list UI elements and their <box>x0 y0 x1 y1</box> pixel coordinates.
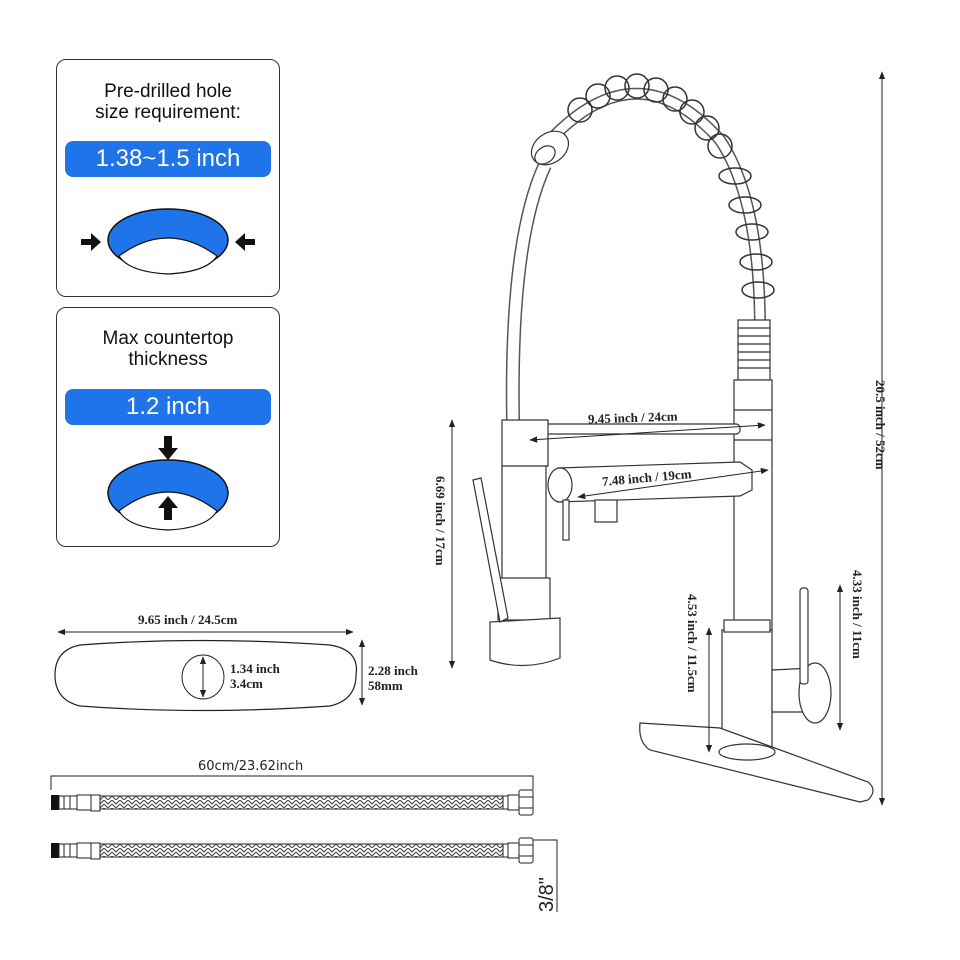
hose-drawing <box>50 775 558 912</box>
deck-plate-drawing <box>54 628 366 712</box>
sprayer-nozzle <box>489 617 561 667</box>
arrow-right-icon <box>81 233 101 251</box>
arrow-left-icon <box>235 233 255 251</box>
hose-length-dimension <box>50 775 534 790</box>
hose-1 <box>51 789 534 816</box>
spring-tube <box>550 87 766 331</box>
hole-size-title: Pre-drilled hole size requirement: <box>57 81 279 123</box>
hole-diameter-inch: 1.34 inch <box>230 661 280 676</box>
spring-base-coil <box>737 319 771 381</box>
handle-height-label: 4.33 inch / 11cm <box>850 570 865 659</box>
upper-arm-dimension <box>529 422 766 443</box>
hole-size-value-badge: 1.38~1.5 inch <box>65 141 271 177</box>
sprayer-body <box>501 465 547 582</box>
hole-illustration <box>81 208 255 275</box>
fitting-dimension <box>533 839 558 912</box>
upper-arm-label: 9.45 inch / 24cm <box>587 408 678 427</box>
arrow-up-icon <box>158 496 178 520</box>
hole-diameter-cm: 3.4cm <box>230 676 263 691</box>
sprayer-dock <box>530 130 570 166</box>
sprayer-head <box>501 419 549 467</box>
deck-length-label: 9.65 inch / 24.5cm <box>138 612 238 627</box>
thickness-illustration <box>107 436 229 531</box>
hole-diameter-label: 1.34 inch 3.4cm <box>230 661 280 691</box>
deck-width-mm: 58mm <box>368 678 403 693</box>
spring-coils <box>567 73 775 299</box>
hole-size-title-line2: size requirement: <box>95 102 241 123</box>
arrow-down-icon <box>158 436 178 460</box>
total-height-label: 20.5 inch / 52cm <box>873 380 888 470</box>
countertop-hole-icon <box>107 208 229 275</box>
thickness-title-line1: Max countertop <box>102 328 234 349</box>
spout-dimension <box>577 467 769 500</box>
thickness-title: Max countertop thickness <box>57 328 279 370</box>
faucet-dimensions <box>448 71 886 806</box>
thickness-value-badge: 1.2 inch <box>65 389 271 425</box>
sprayer-height-label: 6.69 inch / 17cm <box>433 476 448 566</box>
main-column <box>733 379 773 631</box>
hole-size-card: Pre-drilled hole size requirement: 1.38~… <box>56 59 280 297</box>
deck-width-inch: 2.28 inch <box>368 663 418 678</box>
fitting-size-label: 3/8" <box>536 877 558 912</box>
thickness-title-line2: thickness <box>128 349 208 370</box>
hose-2 <box>51 837 534 864</box>
base-height-label: 4.53 inch / 11.5cm <box>685 594 700 693</box>
faucet-drawing <box>472 73 874 803</box>
faucet-deck-plate <box>639 722 874 803</box>
handle-lever <box>799 587 809 685</box>
deck-width-label: 2.28 inch 58mm <box>368 663 418 693</box>
sprayer-lever <box>472 477 509 623</box>
hole-size-title-line1: Pre-drilled hole <box>104 81 232 102</box>
hose-length-label: 60cm/23.62inch <box>198 759 304 774</box>
countertop-thickness-card: Max countertop thickness 1.2 inch <box>56 307 280 547</box>
